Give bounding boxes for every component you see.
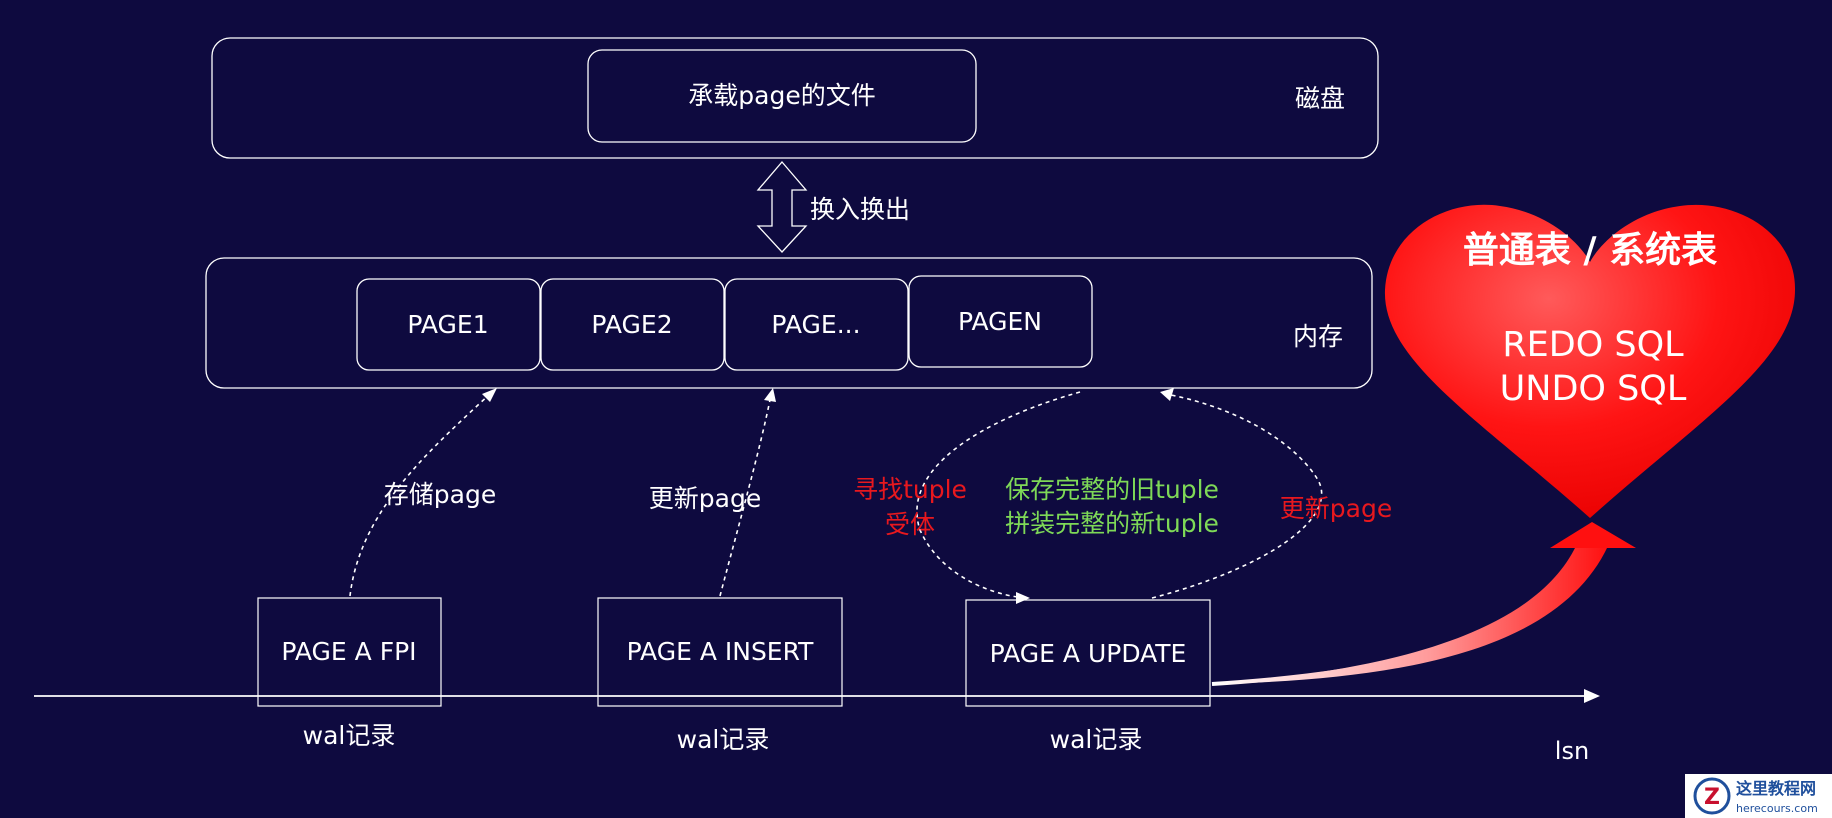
page-box-label: PAGE2 (591, 310, 672, 339)
page-box-3 (724, 278, 909, 371)
receiver-label: 受体 (885, 510, 935, 539)
wal-record-label: PAGE A INSERT (627, 637, 815, 666)
insert-update-connector (719, 394, 772, 597)
wal-record-fpi (257, 597, 442, 707)
find-tuple-connector (916, 391, 1081, 599)
curve-arrowhead (1550, 522, 1636, 548)
lsn-label: lsn (1555, 737, 1589, 765)
heart-title: 普通表 / 系统表 (1463, 230, 1717, 271)
wal-caption: wal记录 (303, 721, 396, 750)
wal-record-update (965, 599, 1211, 707)
wal-record-insert (597, 597, 843, 707)
insert-arrowhead (764, 388, 776, 402)
watermark-panel (1685, 774, 1832, 818)
watermark-name: 这里教程网 (1736, 779, 1816, 798)
find-tuple-label: 寻找tuple (853, 475, 967, 504)
swap-arrow (756, 161, 808, 253)
page-box-1 (356, 278, 541, 371)
memory-container (205, 257, 1373, 389)
watermark-logo-icon (1693, 777, 1731, 815)
disk-container (211, 37, 1379, 159)
update-page-red-label: 更新page (1280, 494, 1392, 523)
page-file-box (587, 49, 977, 143)
wal-record-label: PAGE A UPDATE (990, 639, 1187, 668)
swap-label: 换入换出 (810, 195, 910, 224)
page-box-label: PAGE... (771, 310, 860, 339)
redo-sql-label: REDO SQL (1502, 325, 1684, 365)
update-page-connector (1151, 393, 1323, 599)
store-page-label: 存储page (384, 480, 496, 509)
wal-record-label: PAGE A FPI (281, 637, 416, 666)
update-page-arrowhead (1160, 388, 1174, 401)
page-file-label: 承载page的文件 (688, 81, 875, 110)
heart-shape (1384, 204, 1796, 518)
update-page-label: 更新page (649, 484, 761, 513)
page-box-2 (540, 278, 725, 371)
curve-arrow-body (1212, 546, 1608, 684)
wal-caption: wal记录 (677, 725, 770, 754)
page-box-label: PAGEN (958, 307, 1042, 336)
save-old-tuple-label: 保存完整的旧tuple (1005, 475, 1219, 504)
page-box-n (908, 275, 1093, 368)
undo-sql-label: UNDO SQL (1500, 369, 1687, 409)
build-new-tuple-label: 拼装完整的新tuple (1005, 509, 1219, 538)
disk-label: 磁盘 (1295, 84, 1345, 113)
fpi-store-connector (349, 391, 493, 597)
find-tuple-arrowhead (1016, 592, 1030, 604)
lsn-axis-arrowhead (1584, 689, 1600, 703)
memory-label: 内存 (1293, 322, 1343, 351)
page-box-label: PAGE1 (407, 310, 488, 339)
wal-caption: wal记录 (1050, 725, 1143, 754)
watermark-site: herecours.com (1736, 802, 1818, 815)
watermark-logo-letter: Z (1704, 785, 1720, 810)
fpi-arrowhead (482, 388, 497, 402)
